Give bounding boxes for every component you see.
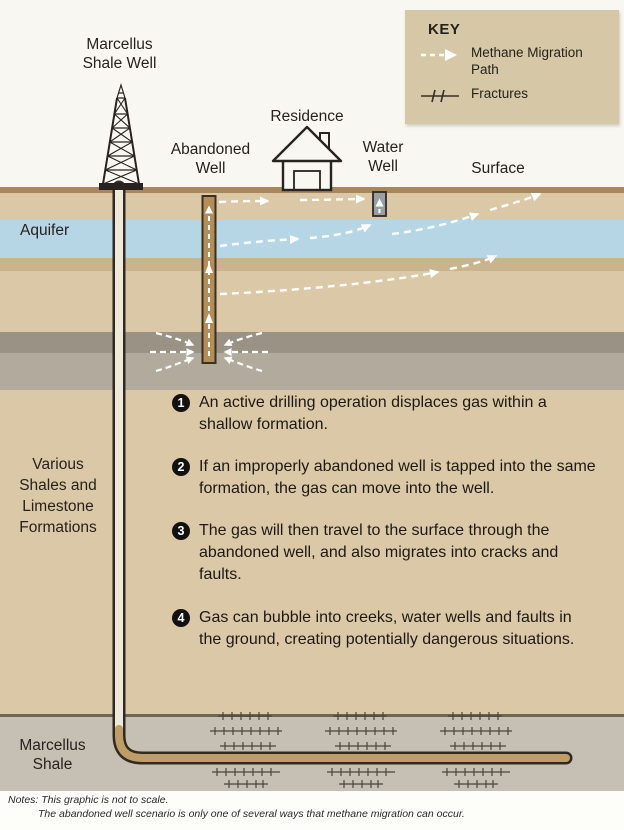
layer-shale-dark [0, 332, 624, 353]
annotation-item-2: 2 If an improperly abandoned well is tap… [172, 456, 596, 500]
label-various-formations: Various Shales and Limestone Formations [19, 456, 97, 536]
annotation-text: Gas can bubble into creeks, water wells … [199, 608, 575, 648]
abandoned-well [201, 195, 217, 364]
layer-sub-aquifer-band [0, 258, 624, 271]
annotation-item-4: 4 Gas can bubble into creeks, water well… [172, 607, 596, 651]
key-item-fractures: Fractures [419, 86, 607, 105]
layer-marcellus-top-edge [0, 714, 624, 717]
footnote-line-2: The abandoned well scenario is only one … [38, 807, 465, 820]
step-number-badge: 2 [172, 458, 190, 477]
methane-migration-arrow-icon [421, 49, 457, 61]
layer-various-formations [0, 390, 624, 714]
annotation-text: If an improperly abandoned well is tappe… [199, 458, 596, 498]
key-item-migration-path: Methane Migration Path [419, 45, 607, 79]
key-legend: KEY Methane Migration Path Fractures [405, 10, 619, 124]
annotation-text: The gas will then travel to the surface … [199, 522, 559, 584]
label-water-well: Water Well [362, 139, 404, 175]
water-well [372, 191, 387, 217]
step-number-badge: 1 [172, 394, 190, 412]
methane-migration-arrows [150, 192, 542, 373]
drilling-rig-icon [99, 82, 143, 190]
label-surface: Surface [471, 160, 525, 177]
label-marcellus-shale-well: Marcellus Shale Well [82, 36, 157, 72]
layer-shallow-formation [0, 193, 624, 220]
annotation-item-1: 1 An active drilling operation displaces… [172, 392, 596, 436]
label-marcellus-shale: Marcellus Shale [19, 737, 86, 773]
key-title: KEY [428, 21, 461, 38]
residence-icon [271, 125, 343, 192]
label-aquifer: Aquifer [20, 222, 70, 239]
label-residence: Residence [270, 108, 344, 125]
step-number-badge: 3 [172, 522, 190, 541]
key-item-label: Methane Migration Path [471, 45, 583, 77]
marcellus-wellbore [112, 180, 573, 765]
step-number-badge: 4 [172, 608, 190, 627]
footnotes: Notes: This graphic is not to scale. The… [8, 794, 465, 821]
footer-background [0, 791, 624, 830]
fractures-icon [209, 711, 513, 789]
key-item-label: Fractures [471, 85, 529, 101]
annotation-item-3: 3 The gas will then travel to the surfac… [172, 520, 596, 586]
annotation-list: 1 An active drilling operation displaces… [172, 392, 596, 651]
label-abandoned-well: Abandoned Well [170, 141, 251, 177]
layer-formation-tan [0, 271, 624, 332]
annotation-text: An active drilling operation displaces g… [199, 394, 547, 434]
fractures-icon [421, 89, 459, 102]
footnote-line-1: Notes: This graphic is not to scale. [8, 794, 169, 806]
layer-shale-light [0, 353, 624, 390]
